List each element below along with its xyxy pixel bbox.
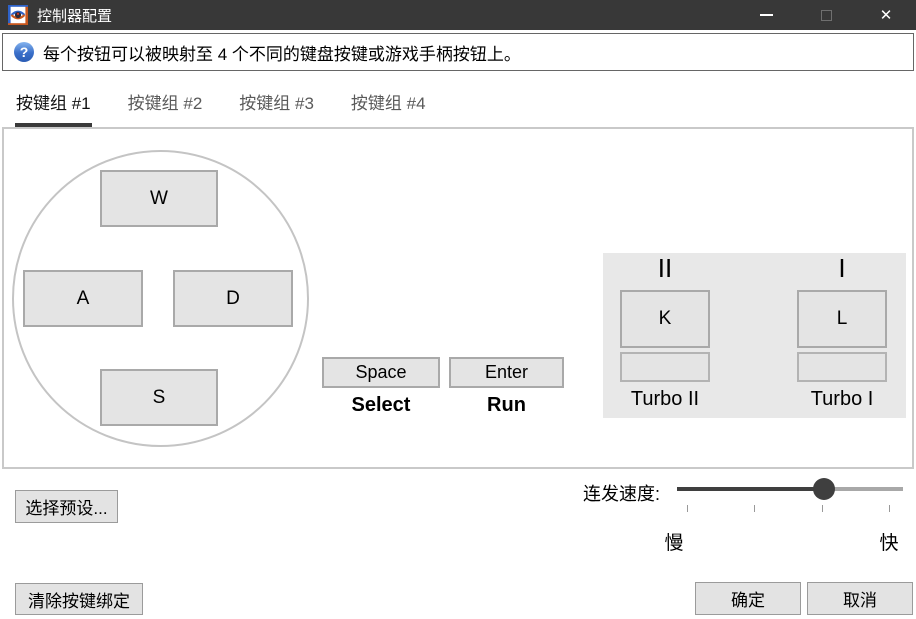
- window-controls: ✕: [736, 0, 916, 30]
- tab-keyset-1[interactable]: 按键组 #1: [15, 87, 92, 127]
- turbo-slider-thumb[interactable]: [812, 478, 835, 500]
- dpad-up-key-button[interactable]: W: [100, 170, 218, 227]
- turbo-i-label: Turbo I: [810, 388, 874, 410]
- tab-keyset-3[interactable]: 按键组 #3: [238, 87, 315, 127]
- button-ii-label: II: [657, 253, 673, 283]
- select-key-button[interactable]: Space: [322, 357, 440, 388]
- dpad-circle: [12, 150, 309, 447]
- fast-label: 快: [879, 533, 899, 554]
- app-icon: [8, 5, 28, 25]
- help-icon: ?: [14, 42, 34, 62]
- turbo-speed-slider[interactable]: [677, 478, 903, 500]
- slider-tick: [687, 505, 688, 512]
- window-title: 控制器配置: [37, 7, 113, 25]
- turbo-ii-label: Turbo II: [630, 388, 700, 410]
- run-key-button[interactable]: Enter: [449, 357, 564, 388]
- turbo-speed-label: 连发速度:: [583, 484, 661, 504]
- choose-preset-button[interactable]: 选择预设...: [15, 490, 118, 523]
- select-label: Select: [351, 394, 411, 416]
- turbo-slider-fill: [677, 487, 824, 491]
- button-i-turbo-key-button[interactable]: [797, 352, 887, 382]
- titlebar: 控制器配置 ✕: [0, 0, 916, 30]
- minimize-icon: [759, 14, 773, 16]
- slider-tick: [754, 505, 755, 512]
- tab-keyset-2[interactable]: 按键组 #2: [127, 87, 204, 127]
- minimize-button[interactable]: [736, 0, 796, 30]
- tab-keyset-4[interactable]: 按键组 #4: [350, 87, 427, 127]
- ok-button[interactable]: 确定: [695, 582, 801, 615]
- close-button[interactable]: ✕: [856, 0, 916, 30]
- dpad-down-key-button[interactable]: S: [100, 369, 218, 426]
- button-ii-turbo-key-button[interactable]: [620, 352, 710, 382]
- dpad-right-key-button[interactable]: D: [173, 270, 293, 327]
- run-label: Run: [487, 394, 526, 416]
- tab-bar: 按键组 #1 按键组 #2 按键组 #3 按键组 #4: [15, 87, 427, 127]
- button-i-key-button[interactable]: L: [797, 290, 887, 348]
- button-i-label: I: [838, 253, 846, 283]
- cancel-button[interactable]: 取消: [807, 582, 913, 615]
- info-bar: ? 每个按钮可以被映射至 4 个不同的键盘按键或游戏手柄按钮上。: [2, 33, 914, 71]
- maximize-icon: [820, 9, 832, 21]
- clear-bindings-button[interactable]: 清除按键绑定: [15, 583, 143, 615]
- info-text: 每个按钮可以被映射至 4 个不同的键盘按键或游戏手柄按钮上。: [43, 44, 521, 64]
- slider-tick: [822, 505, 823, 512]
- dpad-left-key-button[interactable]: A: [23, 270, 143, 327]
- slider-tick: [889, 505, 890, 512]
- button-ii-key-button[interactable]: K: [620, 290, 710, 348]
- maximize-button: [796, 0, 856, 30]
- close-icon: ✕: [879, 7, 893, 24]
- slow-label: 慢: [664, 533, 684, 554]
